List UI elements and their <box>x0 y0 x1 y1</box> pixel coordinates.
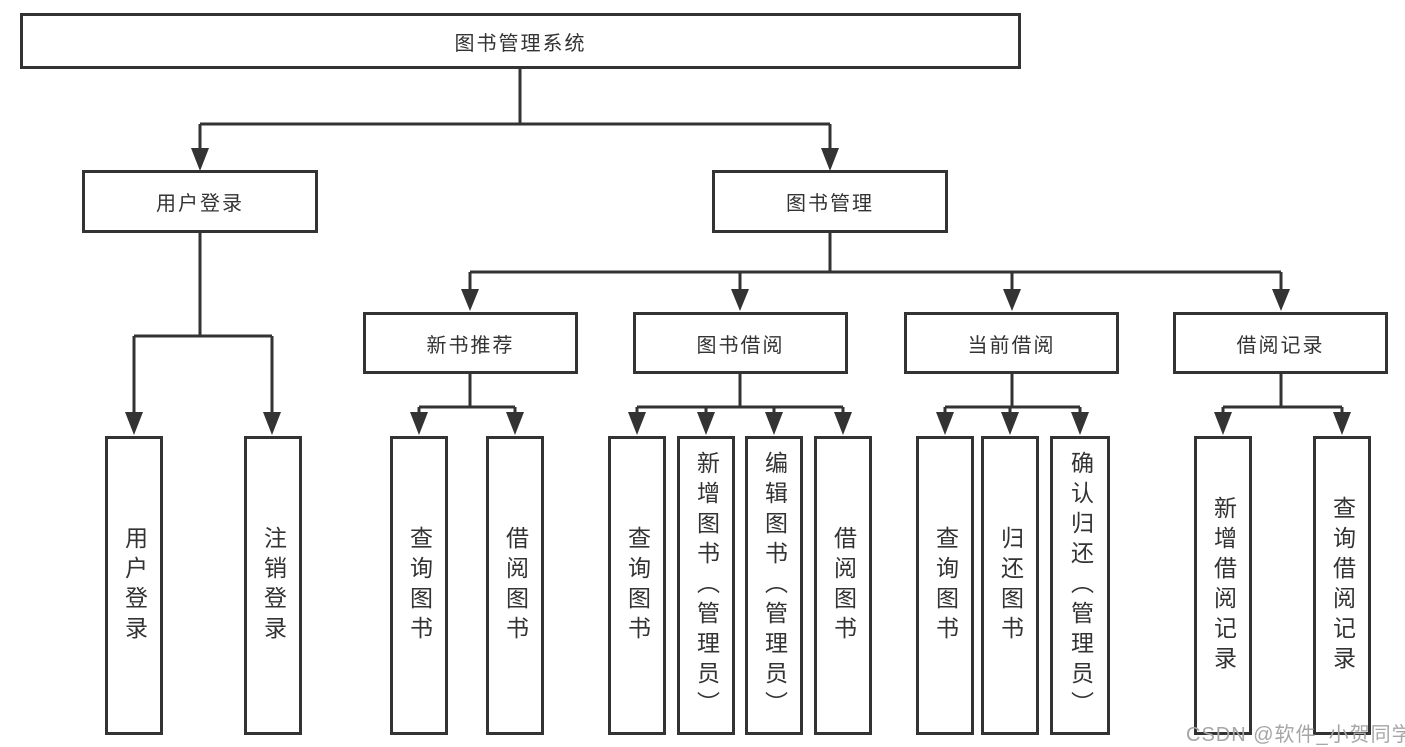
node-root-library-system: 图书管理系统 <box>20 13 1021 69</box>
node-book-borrowing: 图书借阅 <box>633 312 848 374</box>
leaf-query-books-current-label: 查询图书 <box>932 525 959 646</box>
leaf-borrow-books-recommend-label: 借阅图书 <box>502 525 529 646</box>
leaf-query-books-recommend: 查询图书 <box>390 436 448 735</box>
leaf-confirm-return-admin: 确认归还（管理员） <box>1050 436 1110 735</box>
leaf-return-books-label: 归还图书 <box>997 525 1024 646</box>
leaf-borrow-books-recommend: 借阅图书 <box>486 436 544 735</box>
leaf-user-login-label: 用户登录 <box>121 525 148 646</box>
node-current-borrowing: 当前借阅 <box>904 312 1119 374</box>
leaf-add-books-admin: 新增图书（管理员） <box>677 436 735 735</box>
leaf-query-borrow-record-label: 查询借阅记录 <box>1329 495 1356 676</box>
node-book-management: 图书管理 <box>712 170 948 233</box>
csdn-watermark: CSDN @软件_小贺同学 <box>1186 724 1405 746</box>
node-new-book-recommendation: 新书推荐 <box>363 312 578 374</box>
leaf-query-books-current: 查询图书 <box>916 436 974 735</box>
node-user-login: 用户登录 <box>82 170 318 233</box>
leaf-add-borrow-record-label: 新增借阅记录 <box>1210 495 1237 676</box>
leaf-add-borrow-record: 新增借阅记录 <box>1194 436 1252 735</box>
leaf-borrow-books-borrowing-label: 借阅图书 <box>830 525 857 646</box>
leaf-add-books-admin-label: 新增图书（管理员） <box>693 450 720 721</box>
node-borrowing-records: 借阅记录 <box>1173 312 1388 374</box>
leaf-query-books-borrowing-label: 查询图书 <box>624 525 651 646</box>
leaf-query-books-recommend-label: 查询图书 <box>406 525 433 646</box>
leaf-query-books-borrowing: 查询图书 <box>608 436 666 735</box>
leaf-query-borrow-record: 查询借阅记录 <box>1313 436 1371 735</box>
leaf-logout: 注销登录 <box>244 436 302 735</box>
leaf-borrow-books-borrowing: 借阅图书 <box>814 436 872 735</box>
leaf-return-books: 归还图书 <box>981 436 1039 735</box>
leaf-logout-label: 注销登录 <box>260 525 287 646</box>
leaf-edit-books-admin-label: 编辑图书（管理员） <box>761 450 788 721</box>
leaf-edit-books-admin: 编辑图书（管理员） <box>745 436 803 735</box>
leaf-user-login: 用户登录 <box>105 436 163 735</box>
leaf-confirm-return-admin-label: 确认归还（管理员） <box>1067 450 1094 721</box>
